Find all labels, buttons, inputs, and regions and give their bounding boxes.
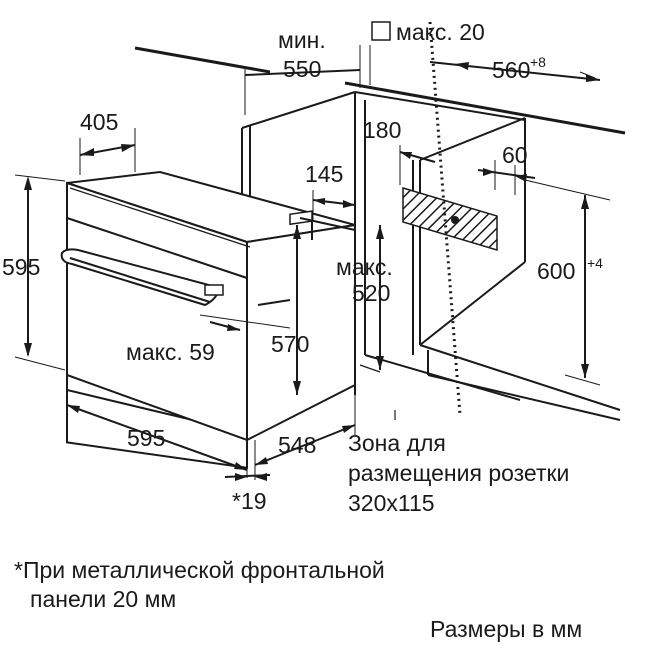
zone-line-3: 320x115 (348, 490, 435, 516)
max-20-square-icon (371, 21, 391, 41)
dimension-lines (14, 21, 611, 481)
footnote: *При металлической фронтальной панели 20… (14, 557, 385, 612)
label-548: 548 (278, 432, 316, 458)
cabinet-niche (134, 46, 626, 421)
label-min-550-top: мин. (278, 27, 326, 53)
label-max-520-value: 520 (352, 280, 390, 306)
footnote-line-2: панели 20 мм (30, 586, 176, 612)
label-max-520-top: макс. (336, 254, 393, 280)
label-145: 145 (305, 161, 343, 187)
label-min-550-value: 550 (283, 56, 321, 82)
label-560-sup: +8 (530, 54, 546, 70)
dimension-labels: мин. 550 макс. 20 560 +8 405 180 60 145 … (2, 19, 603, 514)
zone-line-1: Зона для (348, 430, 446, 456)
label-19: *19 (232, 488, 267, 514)
label-570: 570 (271, 331, 309, 357)
label-180: 180 (363, 117, 401, 143)
label-max-20: макс. 20 (396, 19, 485, 45)
footnote-line-1: *При металлической фронтальной (14, 557, 385, 583)
units-note: Размеры в мм (430, 616, 582, 642)
label-560: 560 (492, 57, 530, 83)
label-60: 60 (502, 142, 528, 168)
label-600-sup: +4 (587, 255, 603, 271)
label-595-width: 595 (127, 425, 165, 451)
label-max-59: макс. 59 (126, 339, 215, 365)
socket-zone (402, 186, 498, 252)
zone-line-2: размещения розетки (348, 460, 569, 486)
label-405: 405 (80, 109, 118, 135)
label-595-height: 595 (2, 254, 40, 280)
label-600: 600 (537, 258, 575, 284)
socket-zone-caption: Зона для размещения розетки 320x115 (348, 430, 569, 516)
oven-body (60, 170, 356, 469)
